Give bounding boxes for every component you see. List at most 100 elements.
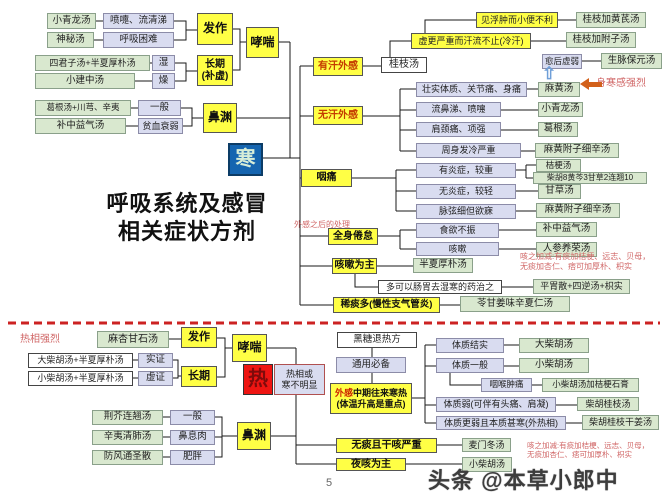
- formula-box-50: 平胃散+四逆汤+枳实: [533, 279, 630, 294]
- symptom-box-40: 脉弦细但欲寐: [416, 204, 516, 219]
- note-cough-additions-top: 咳之加减:有痰加桔梗、远志、贝母， 无痰加杏仁、痞可加厚朴、枳实: [520, 252, 651, 271]
- symptom-box-64: 一般: [170, 410, 215, 425]
- category-box-9: 长期(补虚): [197, 55, 233, 86]
- note-cough-additions-bottom: 咳之加减:有痰加桔梗、远志、贝母， 无痰加杏仁、痞可加厚朴、枳实: [527, 441, 650, 460]
- symptom-box-57: 实证: [138, 353, 173, 368]
- edge-27: [424, 19, 476, 33]
- edge-88: [449, 373, 481, 386]
- formula-box-22: 桂枝加附子汤: [566, 32, 636, 48]
- symptom-box-45: 咳嗽: [416, 242, 499, 256]
- plain-box-58: 小柴胡汤+半夏厚朴汤: [28, 371, 133, 386]
- symptom-box-1: 喷嚏、流清涕: [103, 13, 174, 29]
- formula-box-44: 补中益气汤: [536, 222, 597, 237]
- formula-box-74: 大柴胡汤: [519, 338, 589, 353]
- formula-box-31: 葛根汤: [538, 122, 578, 137]
- watermark: 头条 @本草小郎中: [428, 468, 619, 493]
- left-arrow-icon-tail: [588, 81, 602, 87]
- formula-box-0: 小青龙汤: [47, 13, 96, 29]
- formula-box-65: 辛夷清肺汤: [92, 430, 163, 445]
- symptom-box-28: 流鼻涕、喷嚏: [416, 102, 501, 117]
- category-box-51: 稀痰多(慢性支气管炎): [333, 297, 440, 313]
- page-number: 5: [326, 477, 333, 489]
- category-box-69: 鼻渊: [237, 422, 271, 450]
- symptom-box-32: 周身发冷严重: [416, 143, 521, 158]
- formula-box-41: 麻黄附子细辛汤: [536, 203, 620, 218]
- symptom-box-75: 体质一般: [436, 358, 504, 373]
- formula-box-52: 苓甘姜味辛夏仁汤: [460, 296, 570, 312]
- edge-26: [389, 40, 411, 57]
- category-waigan-midstage: 外感中期往来寒热(体温升高是重点): [330, 383, 412, 414]
- edge-67: [173, 359, 179, 379]
- symptom-box-23: 愈后虚弱: [542, 54, 582, 69]
- symptom-box-38: 无炎症，较轻: [416, 184, 516, 199]
- symptom-box-26: 壮实体质、关节痛、身痛: [416, 82, 527, 97]
- note-after-waigan: 外感之后的处理: [294, 220, 350, 229]
- formula-box-46: 人参养荣汤: [536, 242, 597, 257]
- plain-box-18: 桂枝汤: [381, 57, 427, 73]
- symptom-box-35: 有炎症，较重: [416, 163, 516, 178]
- formula-box-48: 半夏厚朴汤: [413, 258, 473, 273]
- category-box-54: 发作: [181, 327, 217, 348]
- cold-node: 寒: [228, 143, 263, 176]
- edge-8: [175, 62, 187, 82]
- symptom-box-73: 体质结实: [436, 338, 504, 353]
- condition-box-20: 见浮肿而小便不利: [476, 12, 558, 28]
- formula-box-53: 麻杏甘石汤: [97, 331, 169, 348]
- symptom-box-66: 鼻息肉: [170, 430, 215, 445]
- edge-59: [354, 274, 378, 288]
- formula-box-78: 小柴胡汤加桔梗石膏: [542, 378, 639, 392]
- formula-box-39: 甘草汤: [538, 184, 581, 199]
- category-box-15: 鼻渊: [203, 103, 237, 133]
- edge-12: [181, 107, 193, 127]
- category-box-25: 无汗外感: [313, 106, 363, 125]
- category-box-47: 咳嗽为主: [332, 258, 377, 274]
- symptom-box-8: 燥: [152, 73, 175, 89]
- formula-box-13: 补中益气汤: [35, 118, 126, 134]
- page-title: 呼吸系统及感冒 相关症状方剂: [106, 191, 268, 244]
- category-box-34: 咽痛: [301, 169, 352, 187]
- category-box-17: 有汗外感: [313, 57, 363, 76]
- edge-63: [217, 337, 226, 378]
- formula-box-2: 神秘汤: [47, 32, 94, 48]
- note-heat-strong: 热相强烈: [20, 334, 60, 345]
- symptom-box-14: 贫血衰弱: [138, 118, 183, 134]
- formula-box-21: 桂枝加黄芪汤: [576, 12, 646, 28]
- formula-box-80: 柴胡桂枝汤: [577, 397, 639, 411]
- hot-condition-box: 热相或寒不明显: [274, 364, 325, 395]
- category-box-85: 夜咳为主: [336, 458, 406, 471]
- formula-box-24: 生脉保元汤: [601, 53, 662, 69]
- symptom-box-43: 食欲不振: [416, 223, 499, 238]
- category-box-42: 全身倦怠: [328, 228, 378, 245]
- symptom-box-3: 呼吸困难: [103, 32, 174, 48]
- formula-box-11: 葛根汤+川芎、辛夷: [35, 100, 131, 116]
- formula-box-36: 桔梗汤: [536, 159, 581, 172]
- formula-box-7: 小建中汤: [35, 73, 135, 89]
- formula-box-29: 小青龙汤: [538, 102, 583, 117]
- formula-box-5: 四君子汤+半夏厚朴汤: [35, 55, 150, 71]
- category-box-55: 哮喘: [232, 334, 267, 362]
- edge-2: [174, 20, 187, 41]
- symptom-box-68: 肥胖: [170, 450, 215, 465]
- up-arrow-icon: ⇧: [542, 64, 557, 83]
- category-box-4: 发作: [197, 13, 233, 45]
- plain-box-49: 多可以肠胃去湿寒的药治之: [378, 280, 502, 294]
- plain-box-70: 黑糖退热方: [337, 332, 417, 348]
- plain-box-56: 大柴胡汤+半夏厚朴汤: [28, 353, 133, 368]
- symptom-box-12: 一般: [138, 100, 181, 116]
- category-box-60: 长期: [181, 366, 217, 387]
- formula-box-76: 小柴胡汤: [519, 358, 589, 373]
- category-box-10: 哮喘: [246, 27, 279, 58]
- symptom-box-77: 咽喉肿痛: [481, 378, 532, 392]
- formula-box-67: 防风通圣散: [92, 450, 163, 465]
- formula-box-84: 麦门冬汤: [462, 438, 511, 452]
- symptom-box-81: 体质更弱且本质甚寒(外热相): [436, 416, 566, 430]
- edge-4: [233, 28, 241, 71]
- formula-box-82: 柴胡桂枝干姜汤: [582, 415, 659, 430]
- symptom-box-79: 体质弱(可伴有头痛、肩凝): [436, 397, 556, 412]
- condition-box-19: 虚更严重而汗流不止(冷汗): [411, 33, 531, 49]
- formula-box-27: 麻黄汤: [538, 82, 580, 97]
- hot-node: 热: [243, 364, 273, 395]
- symptom-box-6: 湿: [152, 55, 175, 71]
- left-arrow-icon: [580, 78, 589, 90]
